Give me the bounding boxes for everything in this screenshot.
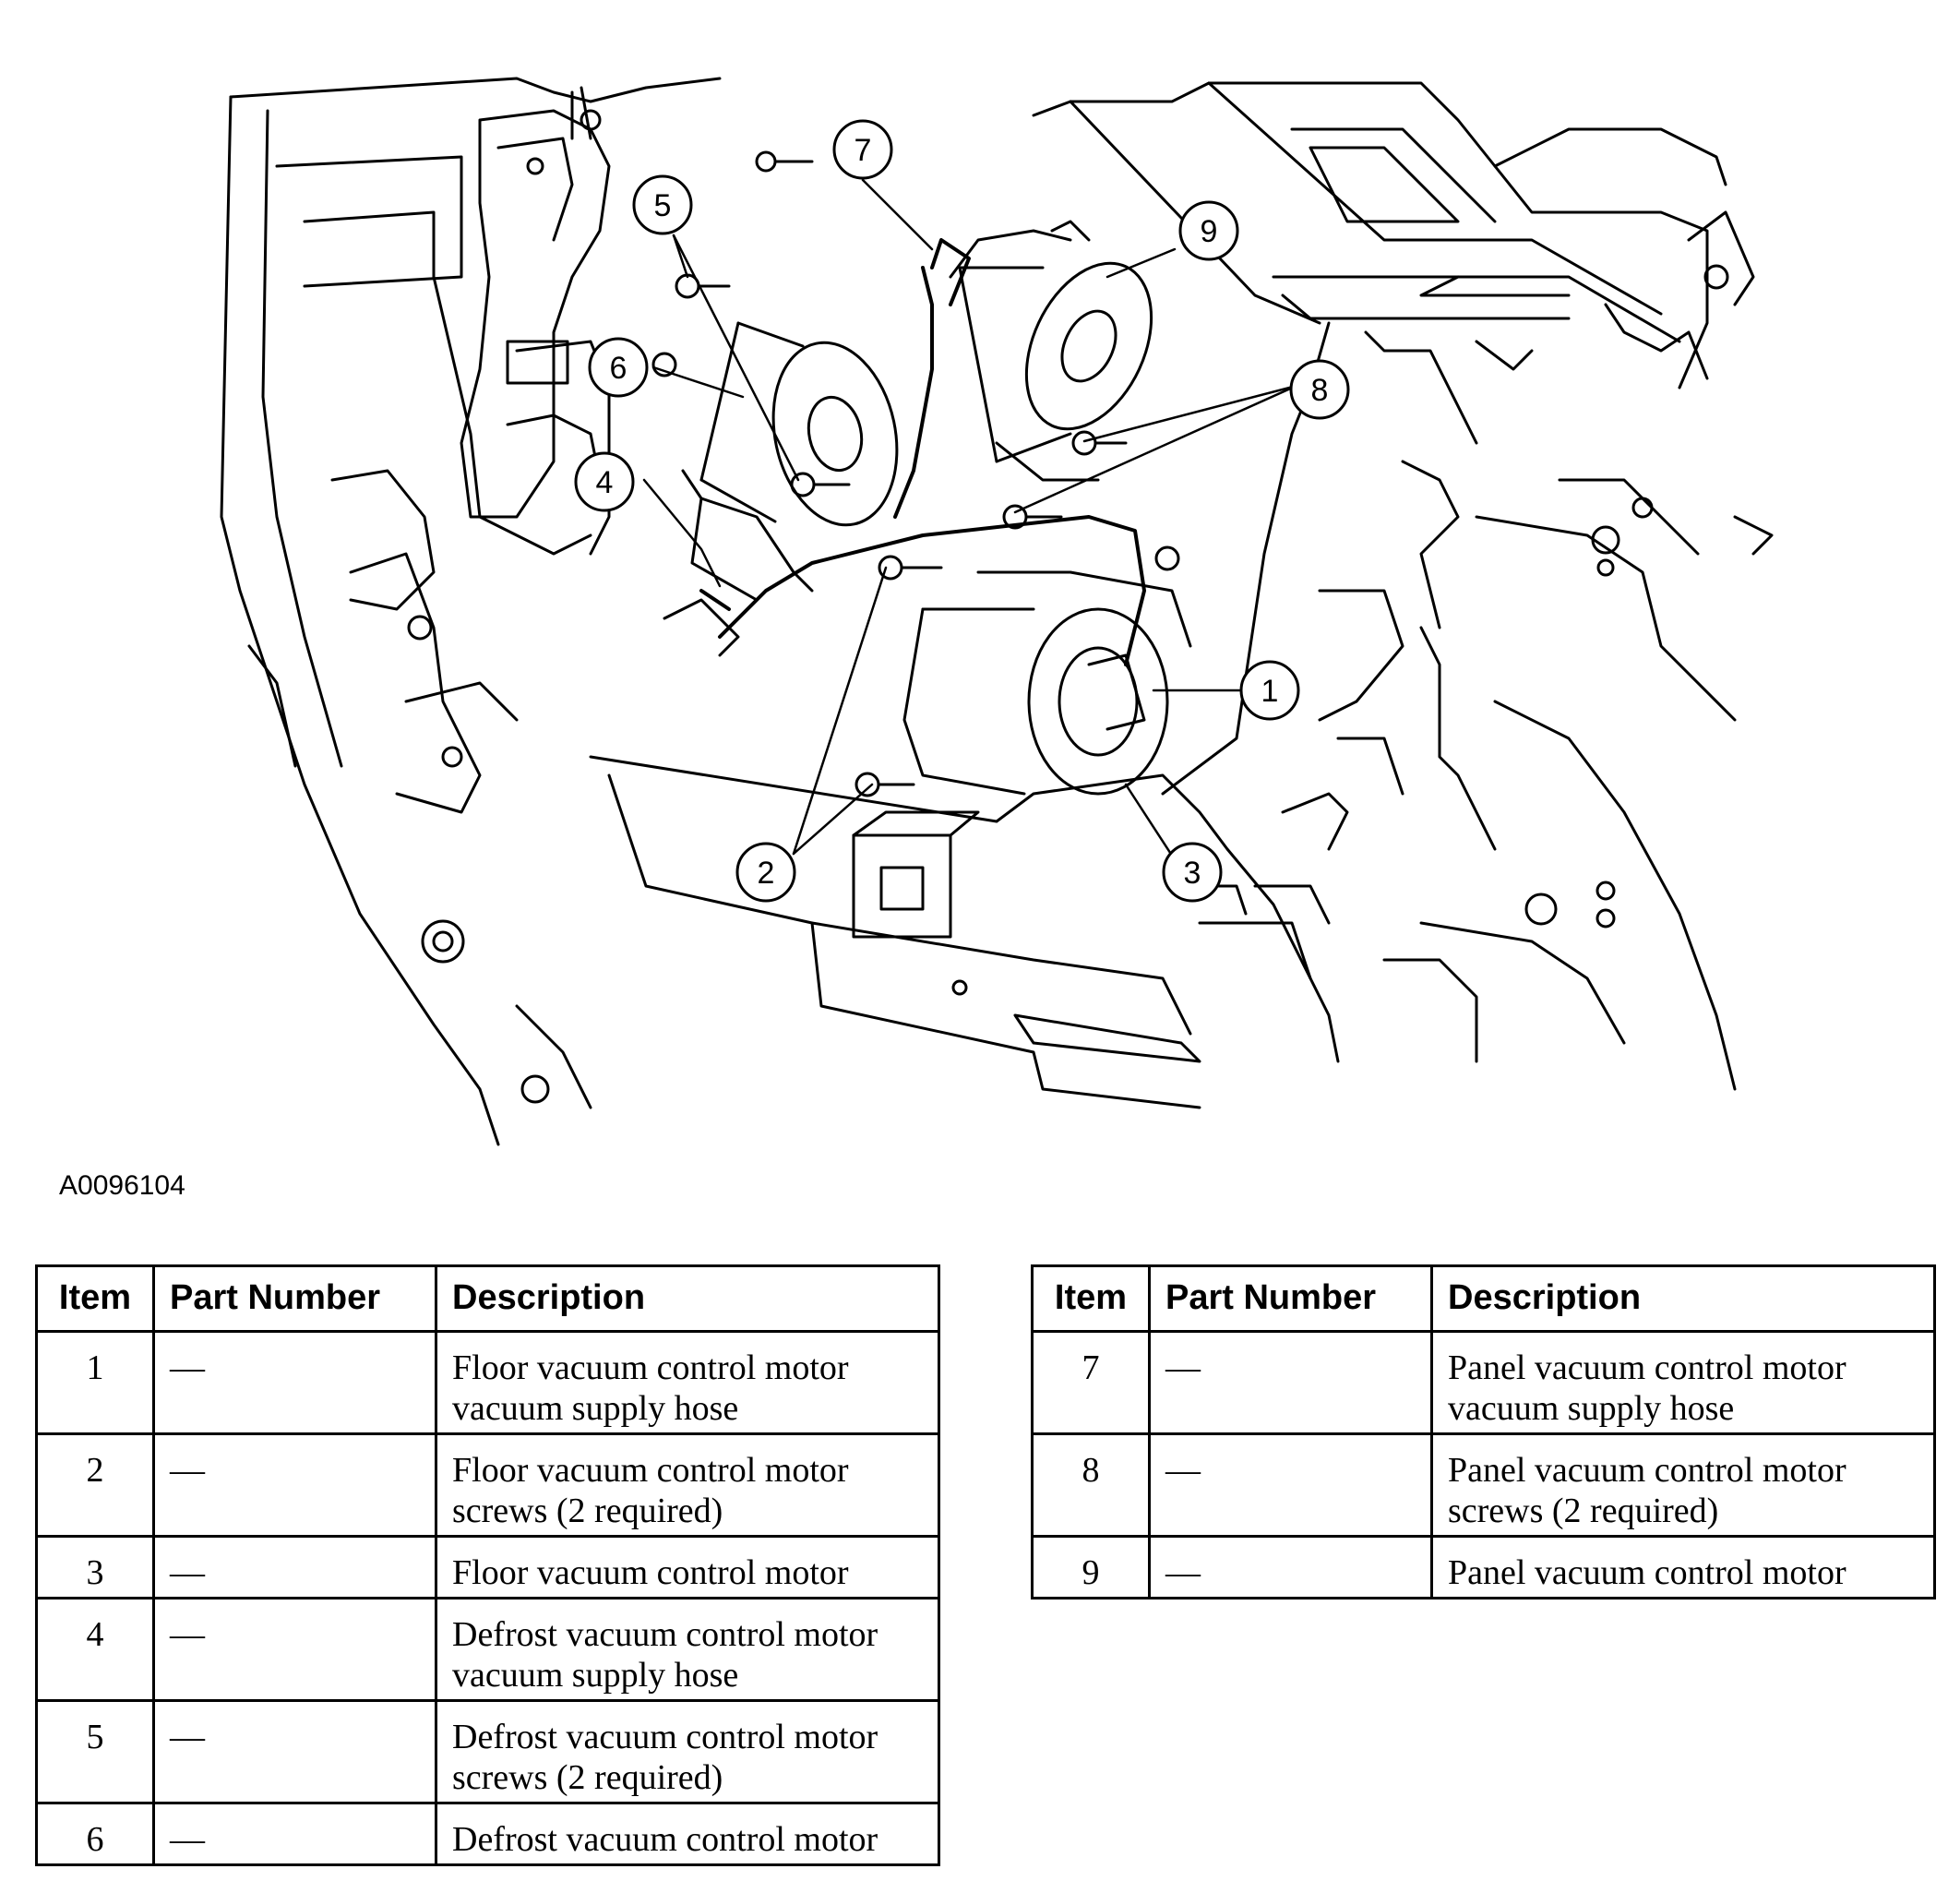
table-row: 4 — Defrost vacuum control motor vacuum … [35, 1597, 940, 1702]
svg-text:6: 6 [610, 351, 627, 386]
svg-text:8: 8 [1311, 373, 1329, 408]
vacuum-hoses [699, 238, 1146, 666]
svg-text:4: 4 [596, 465, 614, 500]
svg-text:1: 1 [1261, 674, 1279, 709]
item-number: 6 [35, 1802, 155, 1866]
part-description: Defrost vacuum control motor [435, 1802, 940, 1866]
part-number: — [152, 1330, 437, 1435]
dash-framework [220, 77, 722, 1146]
item-number: 9 [1031, 1535, 1151, 1599]
header-item: Item [35, 1264, 155, 1333]
svg-text:9: 9 [1201, 214, 1218, 249]
callout-6: 6 [588, 337, 649, 398]
heater-case-housing [589, 460, 1497, 1109]
table-row: 2 — Floor vacuum control motor screws (2… [35, 1432, 940, 1538]
floor-vacuum-motor [902, 570, 1192, 796]
leader-lines [642, 178, 1298, 860]
callout-9: 9 [1178, 200, 1239, 261]
svg-text:7: 7 [855, 133, 872, 168]
part-description: Panel vacuum control motor vacuum supply… [1430, 1330, 1936, 1435]
panel-vacuum-motor [949, 220, 1153, 482]
part-description: Floor vacuum control motor screws (2 req… [435, 1432, 940, 1538]
part-description: Floor vacuum control motor [435, 1535, 940, 1599]
item-number: 5 [35, 1699, 155, 1804]
exploded-view-drawing: 1 2 3 4 5 6 7 8 9 [220, 77, 1774, 1146]
table-header-row: Item Part Number Description [1031, 1264, 1936, 1333]
plenum-duct-box [1032, 81, 1709, 796]
table-row: 6 — Defrost vacuum control motor [35, 1802, 940, 1866]
svg-text:5: 5 [654, 188, 672, 223]
callout-5: 5 [632, 174, 693, 235]
header-part-number: Part Number [152, 1264, 437, 1333]
part-number: — [152, 1535, 437, 1599]
header-item: Item [1031, 1264, 1151, 1333]
part-description: Defrost vacuum control motor vacuum supp… [435, 1597, 940, 1702]
part-description: Defrost vacuum control motor screws (2 r… [435, 1699, 940, 1804]
screws [651, 150, 1180, 797]
callout-2: 2 [735, 842, 796, 903]
item-number: 8 [1031, 1432, 1151, 1538]
part-number: — [152, 1597, 437, 1702]
table-row: 8 — Panel vacuum control motor screws (2… [1031, 1432, 1936, 1538]
part-number: — [1148, 1432, 1433, 1538]
callout-3: 3 [1162, 842, 1223, 903]
svg-text:2: 2 [758, 856, 775, 891]
item-number: 7 [1031, 1330, 1151, 1435]
header-description: Description [1430, 1264, 1936, 1333]
part-number: — [152, 1432, 437, 1538]
item-number: 2 [35, 1432, 155, 1538]
table-row: 1 — Floor vacuum control motor vacuum su… [35, 1330, 940, 1435]
parts-table-left: Item Part Number Description 1 — Floor v… [35, 1264, 940, 1866]
part-number: — [152, 1802, 437, 1866]
header-part-number: Part Number [1148, 1264, 1433, 1333]
item-number: 3 [35, 1535, 155, 1599]
right-framework [1382, 127, 1774, 1091]
part-number: — [1148, 1330, 1433, 1435]
callout-4: 4 [574, 451, 635, 512]
table-row: 9 — Panel vacuum control motor [1031, 1535, 1936, 1599]
part-number: — [1148, 1535, 1433, 1599]
svg-text:3: 3 [1184, 856, 1201, 891]
table-row: 7 — Panel vacuum control motor vacuum su… [1031, 1330, 1936, 1435]
figure-code: A0096104 [59, 1170, 185, 1201]
part-number: — [152, 1699, 437, 1804]
table-row: 5 — Defrost vacuum control motor screws … [35, 1699, 940, 1804]
part-description: Panel vacuum control motor screws (2 req… [1430, 1432, 1936, 1538]
header-description: Description [435, 1264, 940, 1333]
part-description: Panel vacuum control motor [1430, 1535, 1936, 1599]
table-row: 3 — Floor vacuum control motor [35, 1535, 940, 1599]
defrost-vacuum-motor [663, 321, 899, 657]
table-header-row: Item Part Number Description [35, 1264, 940, 1333]
callouts: 1 2 3 4 5 6 7 8 9 [574, 119, 1350, 903]
item-number: 1 [35, 1330, 155, 1435]
callout-1: 1 [1239, 660, 1300, 721]
parts-table-right: Item Part Number Description 7 — Panel v… [1031, 1264, 1936, 1599]
part-description: Floor vacuum control motor vacuum supply… [435, 1330, 940, 1435]
item-number: 4 [35, 1597, 155, 1702]
callout-8: 8 [1289, 359, 1350, 420]
callout-7: 7 [832, 119, 893, 180]
